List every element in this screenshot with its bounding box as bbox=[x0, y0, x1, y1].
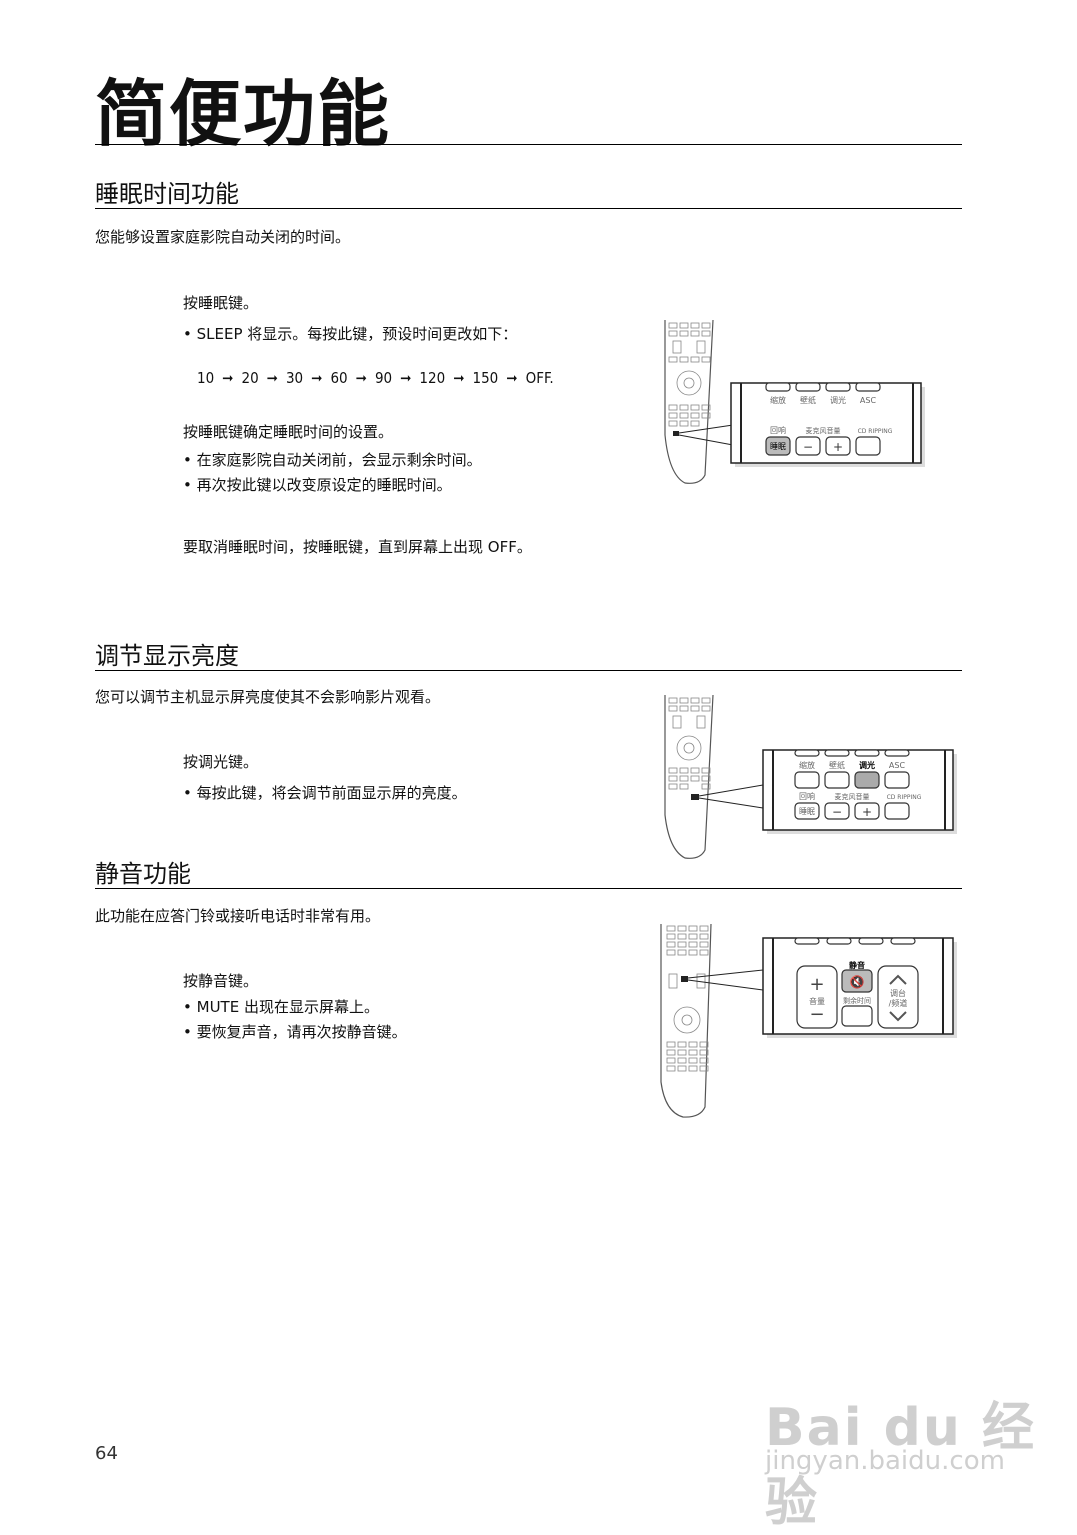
remote1-zoom-label: 缩放 bbox=[770, 395, 786, 405]
page-number: 64 bbox=[95, 1443, 118, 1464]
chevron-down-icon bbox=[889, 1011, 907, 1022]
mute-step-1: 按静音键。 bbox=[183, 972, 259, 990]
sleep-cancel-note: 要取消睡眠时间，按睡眠键，直到屏幕上出现 OFF。 bbox=[183, 538, 532, 556]
dimmer-step-1: 按调光键。 bbox=[183, 753, 259, 771]
mute-icon: 🔇 bbox=[850, 975, 865, 989]
remote1-dimmer-label: 调光 bbox=[830, 395, 846, 405]
remote3-tuning-label: 调台 bbox=[890, 988, 906, 998]
remote1-echo-label: 回响 bbox=[770, 425, 786, 435]
remote2-minus-key: − bbox=[832, 805, 842, 819]
remote2-plus-key: + bbox=[862, 805, 872, 819]
remote2-mic-volume-label: 麦克风音量 bbox=[835, 792, 870, 801]
sleep-remote-illustration: 缩放 壁纸 调光 ASC 回响 麦克风音量 CD RIPPING 睡眠 − + bbox=[664, 319, 925, 484]
baidu-watermark-url: jingyan.baidu.com bbox=[765, 1446, 1005, 1476]
page-title: 简便功能 bbox=[95, 72, 392, 156]
remote2-dimmer-label: 调光 bbox=[859, 760, 875, 770]
dimmer-remote-illustration: 缩放 壁纸 调光 ASC 回响 麦克风音量 CD RIPPING 睡眠 − + bbox=[664, 694, 957, 859]
dimmer-bullet-1: 每按此键，将会调节前面显示屏的亮度。 bbox=[183, 782, 467, 803]
remote1-wallpaper-label: 壁纸 bbox=[800, 395, 816, 405]
remote2-zoom-label: 缩放 bbox=[799, 760, 815, 770]
sleep-heading: 睡眠时间功能 bbox=[95, 180, 239, 208]
sleep-step-1: 按睡眠键。 bbox=[183, 294, 259, 312]
chevron-up-icon bbox=[889, 974, 907, 985]
remote1-minus-key: − bbox=[803, 440, 813, 454]
remote3-minus-key: − bbox=[809, 1004, 824, 1025]
mute-bullet-1: MUTE 出现在显示屏幕上。 bbox=[183, 996, 379, 1017]
remote1-sleep-key: 睡眠 bbox=[770, 442, 786, 451]
remote2-asc-label: ASC bbox=[889, 761, 906, 770]
mute-heading: 静音功能 bbox=[95, 860, 191, 888]
dimmer-intro: 您可以调节主机显示屏亮度使其不会影响影片观看。 bbox=[95, 688, 441, 706]
remote1-asc-label: ASC bbox=[860, 396, 877, 405]
remote1-mic-volume-label: 麦克风音量 bbox=[806, 426, 841, 435]
sleep-step-2: 按睡眠键确定睡眠时间的设置。 bbox=[183, 423, 394, 441]
dimmer-heading: 调节显示亮度 bbox=[95, 642, 239, 670]
sleep-heading-rule bbox=[95, 208, 962, 209]
remote3-remaining-time-label: 剩余时间 bbox=[843, 996, 871, 1005]
remote3-channel-label: /频道 bbox=[889, 998, 908, 1008]
mute-intro: 此功能在应答门铃或接听电话时非常有用。 bbox=[95, 907, 381, 925]
remote3-mute-label: 静音 bbox=[849, 960, 865, 970]
remote3-volume-label: 音量 bbox=[809, 996, 825, 1006]
remote3-plus-key: + bbox=[809, 974, 824, 995]
remote2-echo-label: 回响 bbox=[799, 791, 815, 801]
sleep-intro: 您能够设置家庭影院自动关闭的时间。 bbox=[95, 228, 351, 246]
remote1-cd-ripping-label: CD RIPPING bbox=[858, 428, 893, 435]
baidu-watermark-logo: Bai du 经验 bbox=[765, 1398, 1036, 1533]
mute-heading-rule bbox=[95, 888, 962, 889]
remote1-plus-key: + bbox=[833, 440, 843, 454]
mute-bullet-2: 要恢复声音，请再次按静音键。 bbox=[183, 1021, 407, 1042]
dimmer-heading-rule bbox=[95, 670, 962, 671]
sleep-bullet-1: SLEEP 将显示。每按此键，预设时间更改如下： bbox=[183, 323, 518, 344]
mute-remote-illustration: + 音量 − 静音 🔇 剩余时间 调台 /频道 bbox=[660, 923, 957, 1118]
sleep-bullet-2: 在家庭影院自动关闭前，会显示剩余时间。 bbox=[183, 449, 482, 470]
remote2-wallpaper-label: 壁纸 bbox=[829, 760, 845, 770]
title-rule bbox=[95, 144, 962, 145]
remote2-sleep-key: 睡眠 bbox=[799, 807, 815, 816]
sleep-bullet-3: 再次按此键以改变原设定的睡眠时间。 bbox=[183, 474, 452, 495]
sleep-sequence: 10➞20➞30➞60➞90➞120➞150➞OFF. bbox=[197, 369, 554, 387]
remote2-cd-ripping-label: CD RIPPING bbox=[887, 794, 922, 801]
